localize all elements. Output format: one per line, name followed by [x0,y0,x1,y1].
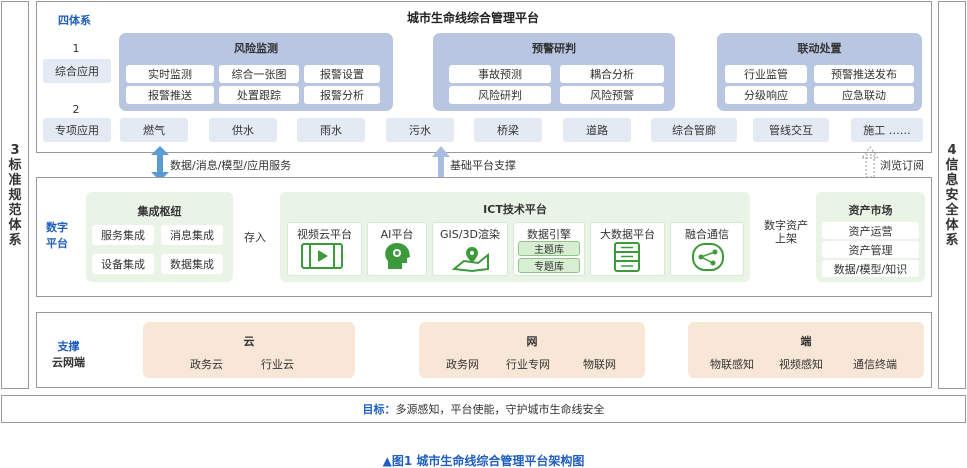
category-chip: 管线交互 [753,118,829,142]
dotted-up-arrow-icon [861,146,879,178]
category-chip: 雨水 [297,118,365,142]
up-arrow-icon [432,146,450,177]
topic-library: 专题库 [518,258,580,273]
asset-item: 资产运营 [822,222,919,239]
special-app-label: 专项应用 [43,118,111,142]
terminal-item: 视频感知 [779,358,823,371]
ict-card-name: 视频云平台 [297,228,352,241]
linkage-disposal-title: 联动处置 [797,42,842,55]
network-panel [419,322,645,378]
system-item: 风险研判 [449,86,551,104]
goal-label: 目标： [362,403,396,416]
system-item: 应急联动 [814,86,914,104]
integration-hub-title: 集成枢纽 [137,205,182,218]
system-item: 行业监管 [725,65,807,83]
category-chip: 道路 [563,118,631,142]
ict-card-name: 融合通信 [685,228,729,241]
digital-platform-label: 数字 平台 [46,221,68,250]
risk-monitoring-title: 风险监测 [234,42,278,55]
cloud-item: 行业云 [261,358,294,371]
network-icon [692,243,724,271]
video-player-icon [301,243,343,269]
ict-card-name: 数据引擎 [527,228,571,241]
ict-card-name: AI平台 [380,228,414,241]
category-chip: 供水 [209,118,277,142]
base-platform-label: 基础平台支撑 [450,159,516,172]
network-item: 行业专网 [506,358,550,371]
four-systems-label: 四体系 [58,14,91,27]
system-item: 风险预警 [560,86,664,104]
system-item: 分级响应 [725,86,807,104]
ict-platform-title: ICT技术平台 [483,203,547,216]
converged-comm-card [670,222,744,276]
terminal-title: 端 [800,335,812,348]
support-label: 支撑 云网端 [52,340,85,369]
hub-item: 消息集成 [161,225,223,245]
security-pillar: 4 信 息 安 全 体 系 [938,1,966,389]
terminal-item: 通信终端 [853,358,897,371]
data-services-label: 数据/消息/模型/应用服务 [170,159,292,172]
asset-market-title: 资产市场 [848,204,893,217]
store-in-label: 存入 [244,231,266,244]
system-item: 处置跟踪 [219,86,299,104]
ict-card-name: 大数据平台 [600,228,655,241]
category-chip: 燃气 [120,118,188,142]
system-item: 报警推送 [126,86,214,104]
system-item: 耦合分析 [560,65,664,83]
goal-bar: 目标： 多源感知，平台使能，守护城市生命线安全 [1,395,966,423]
terminal-panel [688,322,924,378]
system-item: 事故预测 [449,65,551,83]
standards-pillar: 3 标 准 规 范 体 系 [1,1,29,389]
theme-library: 主题库 [518,241,580,256]
network-item: 政务网 [446,358,479,371]
figure-caption: ▲图1 城市生命线综合管理平台架构图 [382,454,585,468]
category-chip: 污水 [386,118,454,142]
asset-item: 资产管理 [822,241,919,258]
hub-item: 服务集成 [92,225,154,245]
category-chip: 综合管廊 [651,118,737,142]
page-title: 城市生命线综合管理平台 [407,11,540,25]
network-title: 网 [526,335,538,348]
asset-shelf-label: 数字资产 上架 [764,219,808,245]
network-item: 物联网 [583,358,616,371]
system-item: 报警设置 [304,65,380,83]
map-icon [452,247,489,273]
early-warning-title: 预警研判 [532,42,576,55]
row-number-1: 1 [72,42,80,55]
cloud-item: 政务云 [190,358,223,371]
row-number-2: 2 [72,103,80,116]
category-chip: 桥梁 [474,118,542,142]
system-item: 实时监测 [126,65,214,83]
cloud-panel [143,322,355,378]
bidirectional-arrow-icon [151,146,169,181]
system-item: 预警推送发布 [814,65,914,83]
comprehensive-app-label: 综合应用 [43,59,111,83]
asset-item: 数据/模型/知识 [822,260,919,277]
category-chip: 施工 …… [851,118,923,142]
ai-head-icon [385,243,410,269]
hub-item: 设备集成 [92,254,154,274]
big-data-card [590,222,665,276]
system-item: 报警分析 [304,86,380,104]
system-item: 综合一张图 [219,65,299,83]
terminal-item: 物联感知 [710,358,754,371]
browse-subscribe-label: 浏览订阅 [880,159,924,172]
goal-text: 多源感知，平台使能，守护城市生命线安全 [395,403,605,416]
server-stack-icon [614,242,640,272]
cloud-title: 云 [243,335,255,348]
ict-card-name: GIS/3D渲染 [440,228,500,241]
hub-item: 数据集成 [161,254,223,274]
